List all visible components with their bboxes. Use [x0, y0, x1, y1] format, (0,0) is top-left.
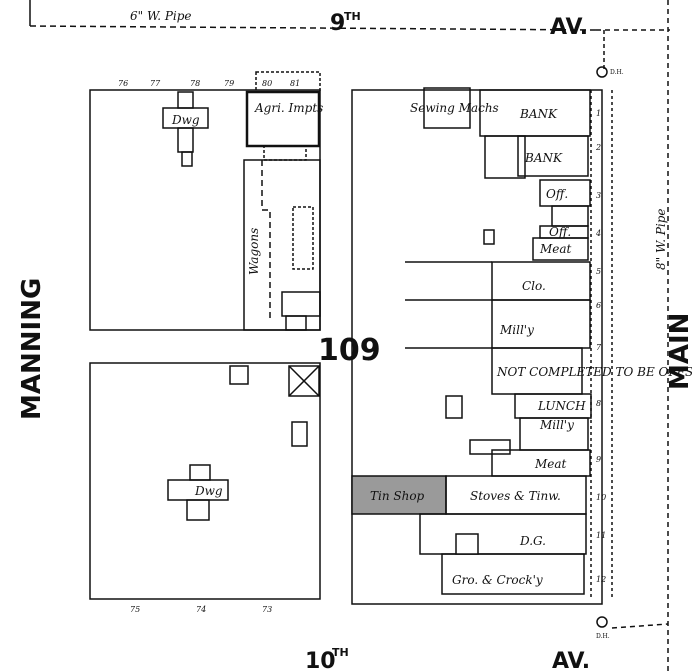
label-clo: Clo.: [522, 279, 546, 293]
street-right: MAIN: [665, 313, 692, 390]
street-bottom-sup: TH: [332, 646, 349, 659]
label-gro-crocky: Gro. & Crock'y: [452, 573, 543, 587]
street-top-suffix: AV.: [550, 15, 588, 40]
building-tin-shop: [351, 475, 447, 515]
label-agri-impts: Agri. Impts: [254, 101, 323, 115]
label-bank-1: BANK: [519, 107, 558, 121]
lot-right-7: 7: [596, 343, 602, 352]
lot-77: 77: [150, 79, 161, 88]
lot-right-9: 9: [596, 455, 601, 464]
pipe-top: 6" W. Pipe: [130, 9, 192, 23]
lot-right-2: 2: [595, 143, 601, 152]
lot-81: 81: [290, 79, 300, 88]
lot-right-3: 3: [596, 191, 601, 200]
lot-75: 75: [130, 605, 140, 614]
lot-80: 80: [262, 79, 272, 88]
lot-74: 74: [196, 605, 206, 614]
street-left: MANNING: [17, 278, 47, 420]
lot-right-8: 8: [596, 399, 601, 408]
lot-right-12: 12: [596, 575, 606, 584]
block-outline-sw: [89, 362, 321, 600]
street-top-sup: TH: [344, 10, 361, 23]
label-millry-2: Mill'y: [539, 418, 574, 432]
street-bottom-suffix: AV.: [552, 649, 590, 672]
lot-79: 79: [224, 79, 234, 88]
block-number: 109: [318, 333, 381, 368]
label-wagons: Wagons: [247, 228, 261, 275]
street-bottom: 10: [305, 649, 336, 672]
label-tin-shop: Tin Shop: [370, 489, 425, 503]
lot-right-1: 1: [596, 109, 601, 118]
label-stoves-tinw: Stoves & Tinw.: [470, 489, 561, 503]
street-top: 9: [330, 11, 345, 36]
hydrant-label-bottom: D.H.: [596, 633, 610, 640]
label-not-completed: NOT COMPLETED TO BE OFFS: [496, 365, 692, 379]
label-meat-1: Meat: [539, 242, 572, 256]
block-outline-nw: [89, 89, 321, 331]
label-dwelling-bottom: Dwg: [194, 484, 223, 498]
lot-78: 78: [190, 79, 200, 88]
label-sewing-machs: Sewing Machs: [410, 101, 499, 115]
label-dwelling-top: Dwg: [171, 113, 200, 127]
label-meat-2: Meat: [534, 457, 567, 471]
block-outline-east: [351, 89, 603, 605]
hydrant-label-top: D.H.: [610, 69, 624, 76]
label-lunch: LUNCH: [537, 399, 586, 413]
label-dg: D.G.: [519, 534, 546, 548]
lot-right-4: 4: [595, 229, 601, 238]
lot-right-5: 5: [596, 267, 601, 276]
label-bank-2: BANK: [524, 151, 563, 165]
lot-right-10: 10: [596, 493, 606, 502]
label-millry-1: Mill'y: [499, 323, 534, 337]
label-off-2: Off.: [549, 225, 571, 239]
label-off-1: Off.: [546, 187, 568, 201]
pipe-right: 8" W. Pipe: [654, 208, 668, 270]
lot-right-11: 11: [596, 531, 606, 540]
lot-right-6: 6: [596, 301, 601, 310]
lot-76: 76: [118, 79, 128, 88]
lot-73: 73: [262, 605, 272, 614]
